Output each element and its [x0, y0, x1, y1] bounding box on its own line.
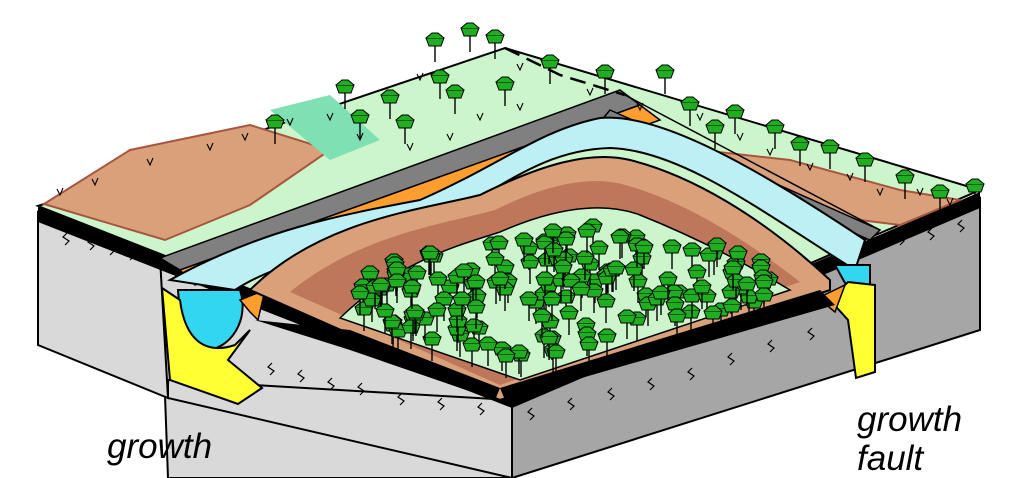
fault-label-right: fault — [857, 440, 923, 478]
tree-icon — [656, 65, 674, 94]
tree-icon — [461, 23, 479, 52]
tree-icon — [426, 33, 444, 62]
growth-label-left: growth — [107, 428, 212, 466]
growth-label-right: growth — [857, 401, 962, 439]
